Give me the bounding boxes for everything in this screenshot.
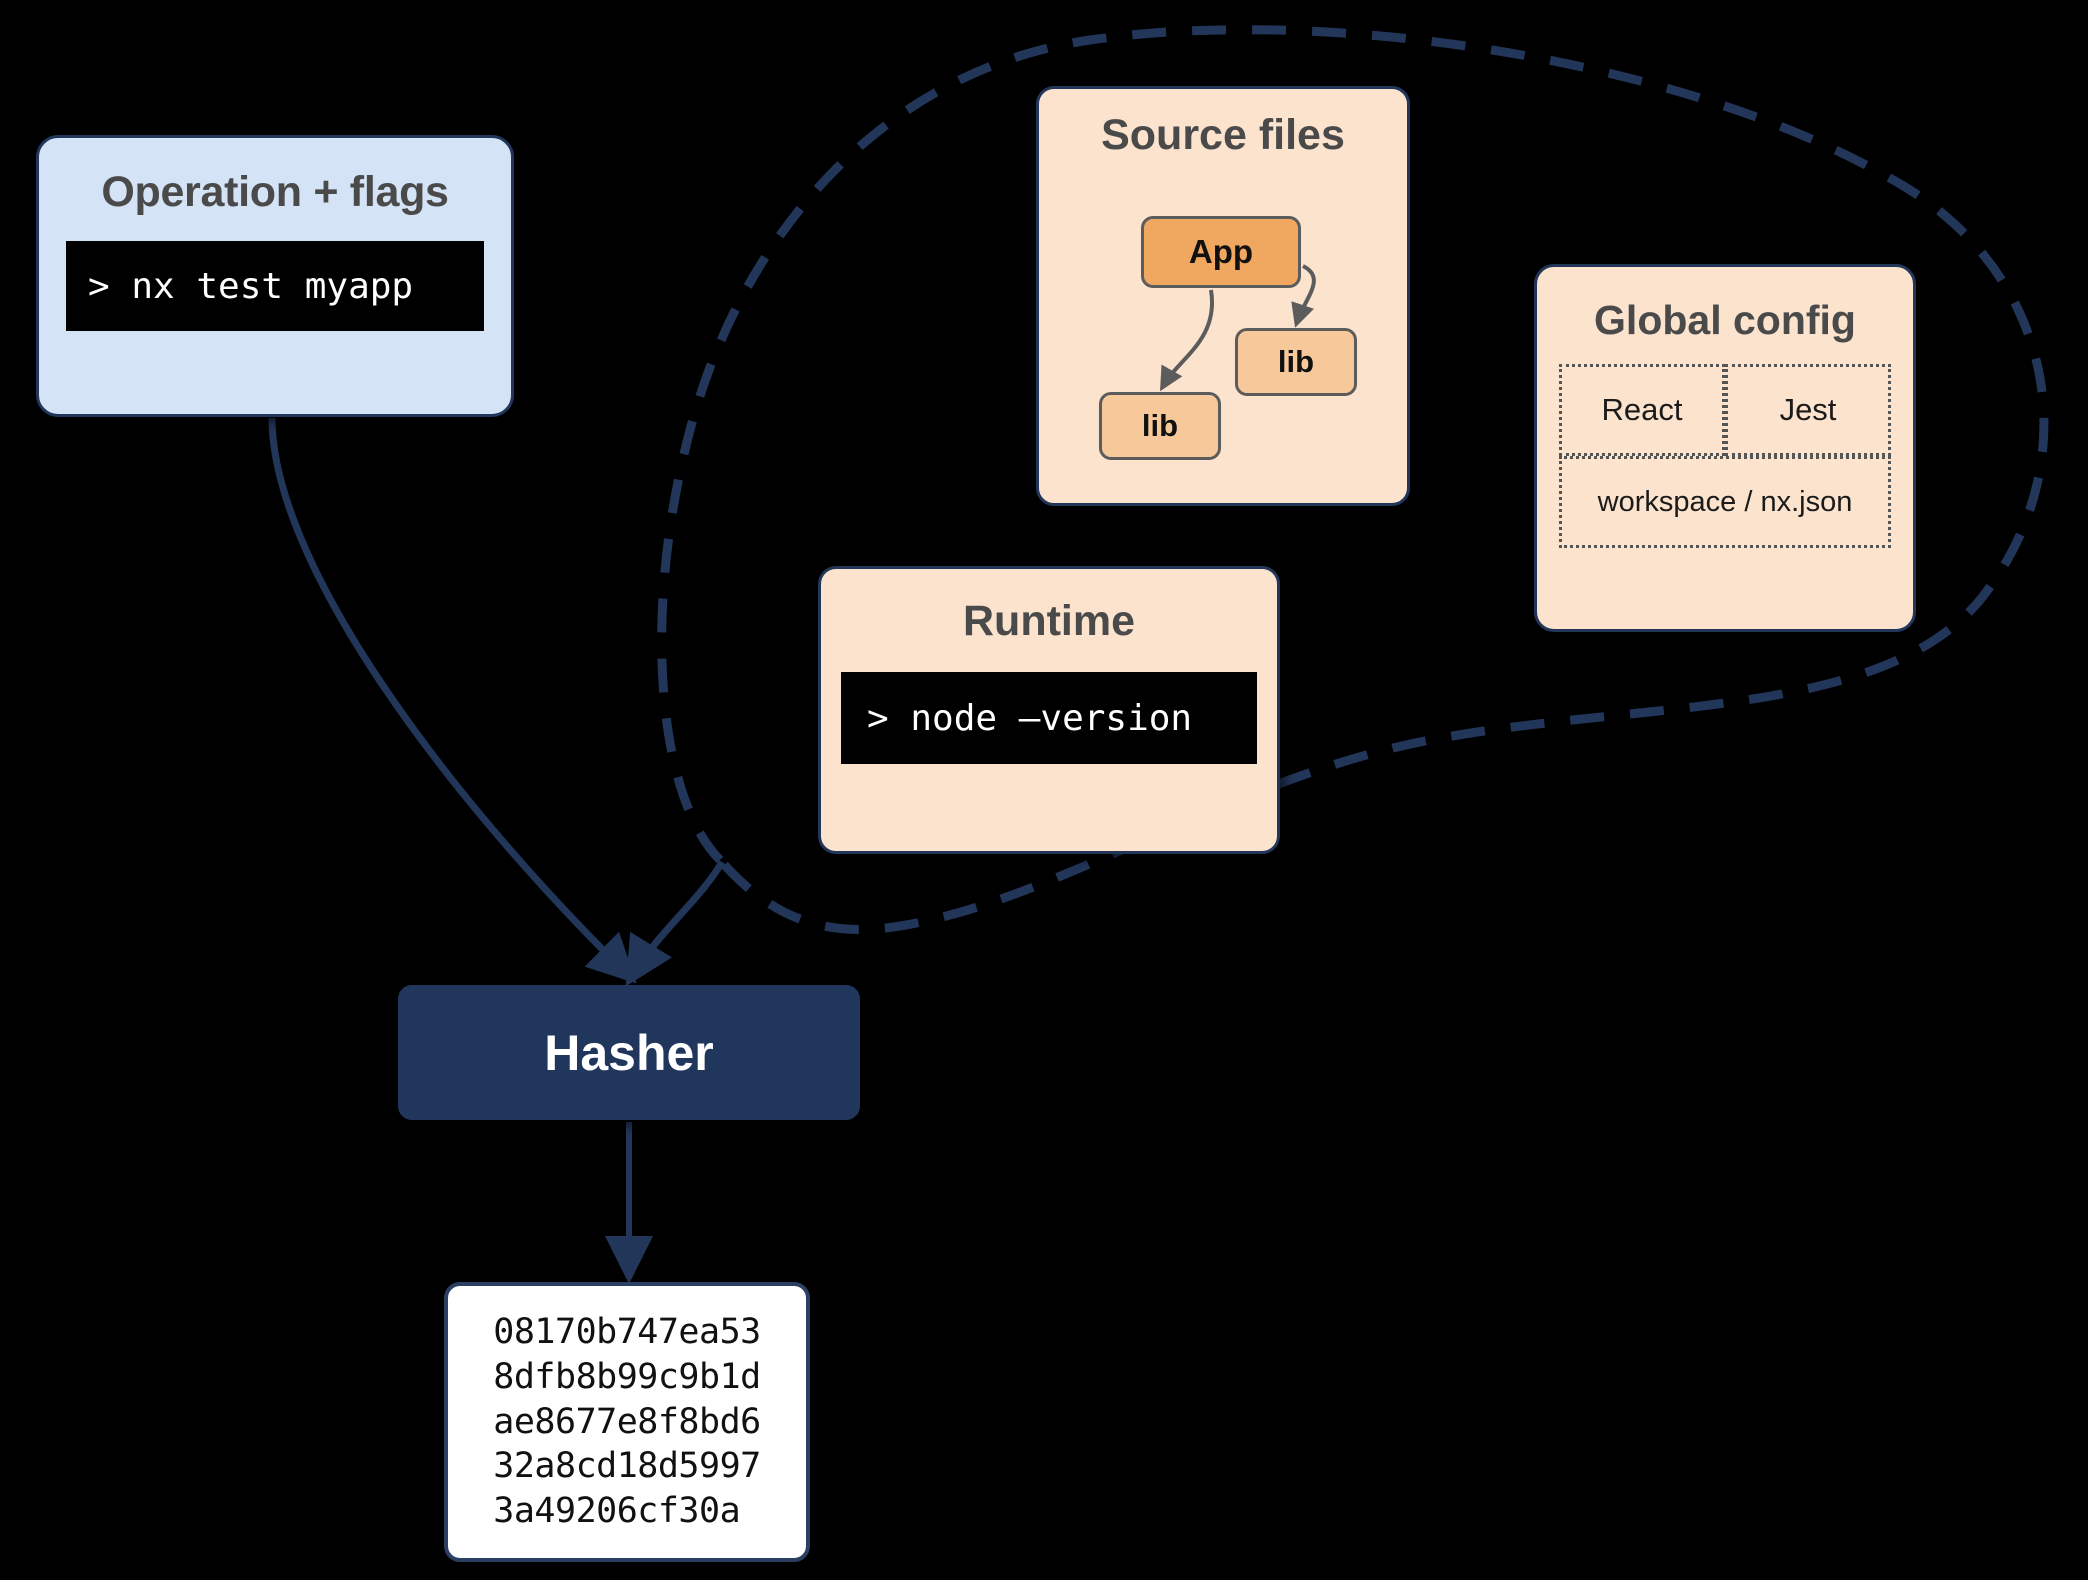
- global-config-cell-react: React: [1559, 364, 1725, 456]
- hash-output-value: 08170b747ea53 8dfb8b99c9b1d ae8677e8f8bd…: [493, 1312, 761, 1532]
- source-files-dependency-arrows: [1160, 264, 1316, 392]
- global-config-row-1: React Jest: [1559, 364, 1891, 456]
- global-config-card: Global config React Jest workspace / nx.…: [1534, 264, 1916, 632]
- hash-output-card: 08170b747ea53 8dfb8b99c9b1d ae8677e8f8bd…: [444, 1282, 810, 1562]
- source-files-title: Source files: [1101, 111, 1345, 159]
- global-config-title: Global config: [1594, 297, 1856, 343]
- global-config-grid: React Jest workspace / nx.json: [1559, 364, 1891, 548]
- source-node-app: App: [1141, 216, 1301, 288]
- operation-command-terminal: > nx test myapp: [66, 241, 484, 331]
- operation-flags-card: Operation + flags > nx test myapp: [36, 135, 514, 417]
- runtime-command-text: > node –version: [867, 697, 1193, 739]
- global-config-cell-jest: Jest: [1725, 364, 1891, 456]
- source-node-lib-right: lib: [1235, 328, 1357, 396]
- runtime-command-terminal: > node –version: [841, 672, 1257, 764]
- global-config-row-2: workspace / nx.json: [1559, 456, 1891, 548]
- source-node-lib-left: lib: [1099, 392, 1221, 460]
- hasher-card: Hasher: [398, 985, 860, 1120]
- source-files-graph: App lib lib: [1039, 170, 1407, 460]
- source-files-card: Source files App lib lib: [1036, 86, 1410, 506]
- operation-flags-title: Operation + flags: [101, 168, 449, 216]
- runtime-title: Runtime: [963, 597, 1135, 645]
- runtime-card: Runtime > node –version: [818, 566, 1280, 854]
- global-config-cell-workspace: workspace / nx.json: [1559, 456, 1891, 548]
- operation-command-text: > nx test myapp: [88, 265, 414, 307]
- hasher-label: Hasher: [544, 1024, 714, 1081]
